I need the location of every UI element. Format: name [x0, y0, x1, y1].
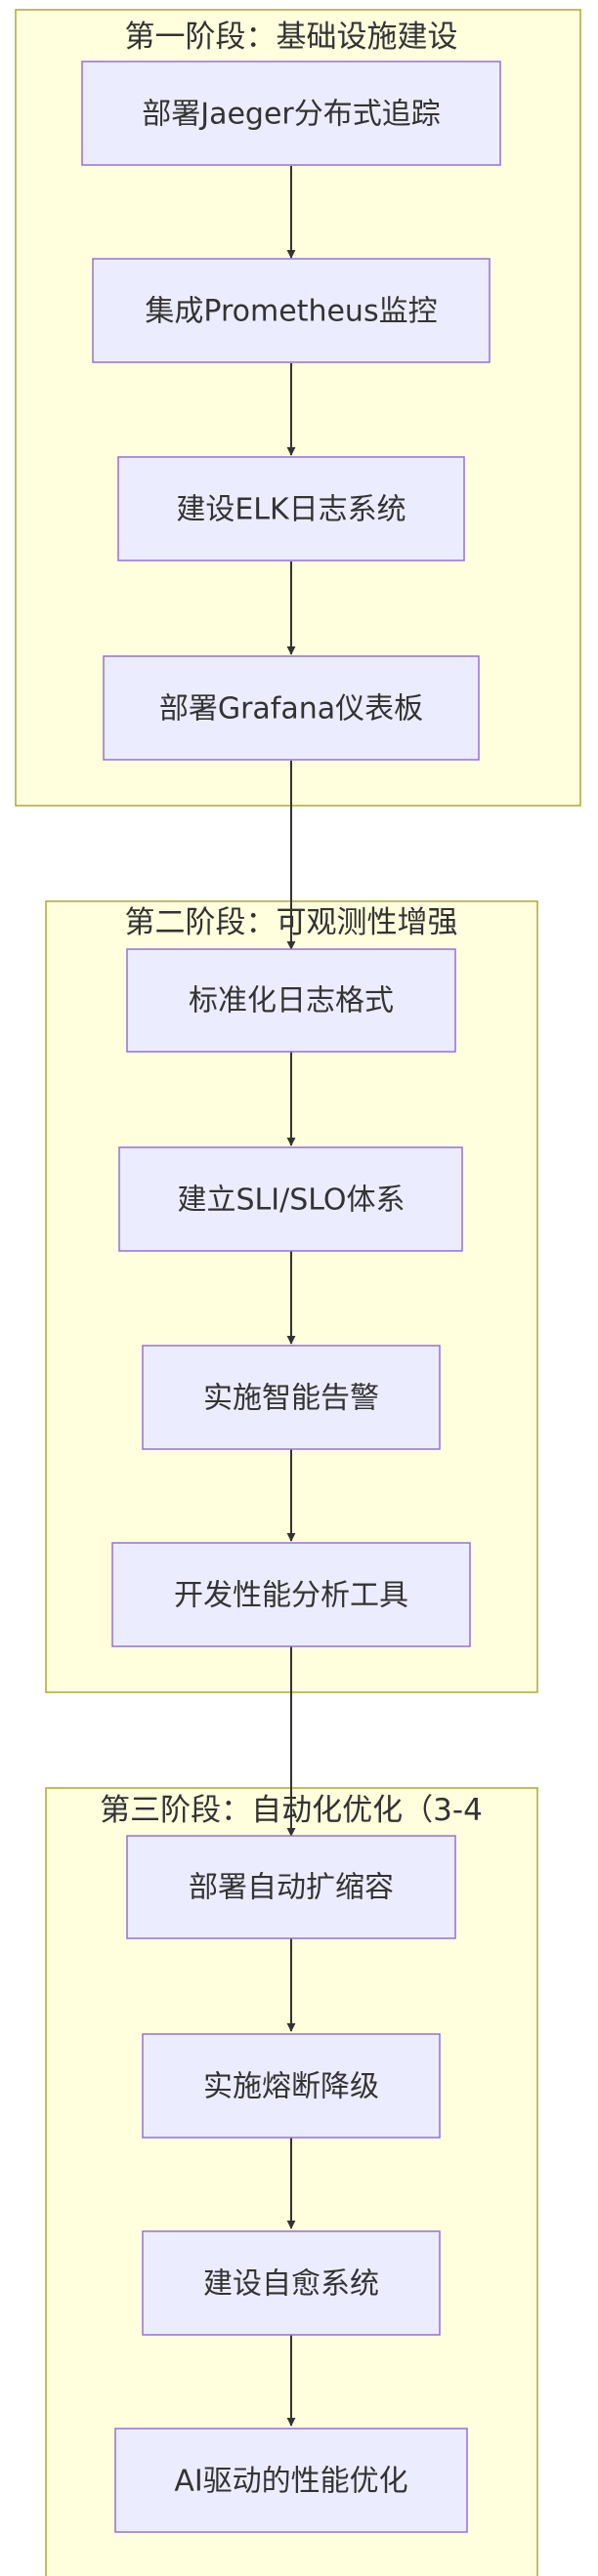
node-ai-performance-label: AI驱动的性能优化 [174, 2465, 407, 2499]
node-ai-performance [114, 2428, 468, 2533]
node-circuit-breaker [142, 2033, 441, 2139]
node-jaeger-tracing-label: 部署Jaeger分布式追踪 [142, 98, 441, 132]
node-prometheus-monitoring [92, 258, 491, 363]
node-smart-alerting [142, 1345, 441, 1450]
phase-1-title: 第一阶段：基础设施建设 [125, 20, 458, 55]
node-perf-analysis-tools [111, 1542, 471, 1647]
phase-2-title: 第二阶段：可观测性增强 [125, 905, 458, 940]
node-self-healing [142, 2230, 441, 2336]
node-elk-logging [117, 456, 465, 561]
phase-3-title: 第三阶段：自动化优化（3-4 [100, 1793, 483, 1828]
node-standardize-log-format [126, 948, 456, 1053]
node-grafana-dashboard-label: 部署Grafana仪表板 [159, 692, 423, 727]
node-elk-logging-label: 建设ELK日志系统 [176, 493, 406, 527]
node-prometheus-monitoring-label: 集成Prometheus监控 [145, 295, 437, 329]
node-jaeger-tracing [81, 61, 501, 166]
node-circuit-breaker-label: 实施熔断降级 [203, 2070, 379, 2104]
node-sli-slo-system [118, 1146, 463, 1252]
node-sli-slo-system-label: 建立SLI/SLO体系 [177, 1184, 405, 1218]
node-self-healing-label: 建设自愈系统 [203, 2267, 379, 2302]
node-grafana-dashboard [103, 655, 480, 761]
node-autoscaling [126, 1835, 456, 1939]
node-standardize-log-format-label: 标准化日志格式 [189, 984, 394, 1018]
node-perf-analysis-tools-label: 开发性能分析工具 [174, 1579, 408, 1613]
node-autoscaling-label: 部署自动扩缩容 [189, 1871, 394, 1905]
node-smart-alerting-label: 实施智能告警 [203, 1382, 379, 1416]
